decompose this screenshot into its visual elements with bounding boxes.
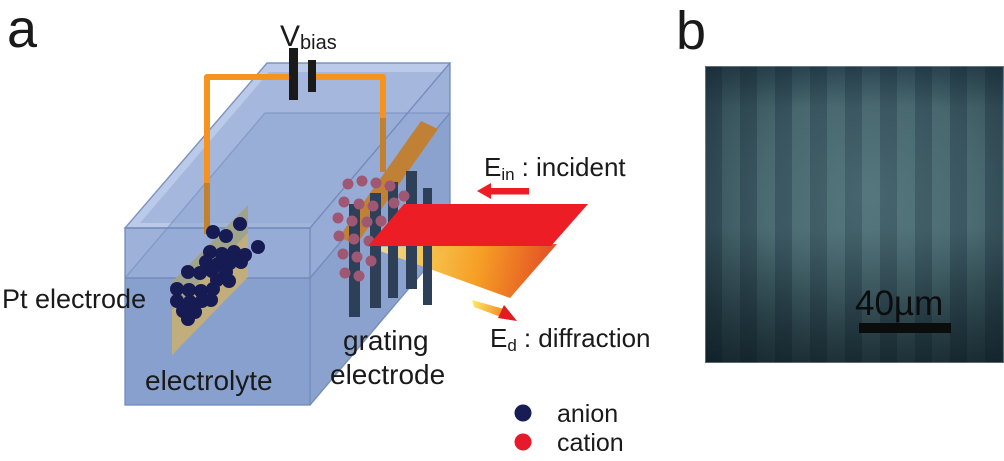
diffraction-label: Ed: diffraction	[490, 323, 651, 355]
legend-cation-label: cation	[557, 429, 624, 457]
ion-dot	[375, 215, 387, 227]
scale-bar-label: 40µm	[855, 284, 944, 323]
cation-dots	[332, 175, 410, 282]
ion-dot	[222, 274, 236, 288]
ion-dot	[181, 265, 195, 279]
grating-electrode-label: grating electrode	[330, 325, 445, 390]
incident-label: Ein: incident	[484, 152, 626, 184]
ion-dot	[388, 197, 400, 209]
ion-dot	[251, 240, 265, 254]
ion-dot	[346, 215, 358, 227]
ion-dot	[233, 217, 247, 231]
wire-right	[315, 74, 386, 118]
ion-dot	[398, 190, 410, 202]
ion-dot	[384, 180, 396, 192]
electrolyte-label: electrolyte	[145, 365, 273, 396]
scale-bar: 40µm	[855, 286, 965, 333]
panel-a-label: a	[7, 0, 38, 59]
ion-dot	[348, 233, 360, 245]
legend: anion cation	[514, 400, 624, 457]
legend-anion-label: anion	[557, 400, 618, 428]
pt-electrode-label: Pt electrode	[2, 284, 146, 314]
ion-dot	[353, 270, 365, 282]
ion-dot	[234, 255, 248, 269]
svg-text:electrode: electrode	[330, 359, 445, 390]
ion-dot	[338, 196, 350, 208]
ion-dot	[339, 267, 351, 279]
ion-dot	[206, 282, 220, 296]
scale-bar-line	[859, 323, 951, 333]
incident-beam	[368, 204, 588, 246]
circuit-wires	[204, 74, 386, 234]
svg-text:grating: grating	[343, 325, 429, 356]
battery-icon	[289, 48, 316, 100]
diffraction-arrow-icon	[472, 300, 517, 321]
ion-dot	[370, 177, 382, 189]
ion-dot	[332, 212, 344, 224]
electrolyte-surface	[125, 113, 450, 278]
panel-a-diagram: Vbias	[2, 20, 651, 457]
ion-dot	[193, 266, 207, 280]
ion-dot	[342, 178, 354, 190]
legend-cation-dot	[514, 433, 532, 451]
ion-dot	[361, 216, 373, 228]
ion-dot	[337, 248, 349, 260]
grating-slat	[423, 188, 432, 305]
ion-dot	[227, 245, 241, 259]
anion-dots	[170, 217, 265, 326]
incident-arrow-icon	[477, 183, 529, 199]
ion-dot	[170, 282, 184, 296]
grating-slat	[370, 193, 381, 308]
battery-short-plate	[308, 60, 316, 92]
ion-dot	[356, 175, 368, 187]
ion-dot	[204, 293, 218, 307]
ion-dot	[206, 225, 220, 239]
ion-dot	[182, 283, 196, 297]
panel-b-label: b	[676, 1, 707, 61]
ion-dot	[367, 200, 379, 212]
micrograph-image: 40µm	[705, 66, 1004, 363]
ion-dot	[353, 198, 365, 210]
wire-left	[204, 74, 291, 183]
vbias-label: Vbias	[280, 20, 337, 54]
battery-long-plate	[289, 48, 298, 100]
ion-dot	[351, 251, 363, 263]
legend-anion-dot	[514, 404, 532, 422]
ion-dot	[333, 230, 345, 242]
ion-dot	[365, 255, 377, 267]
ion-dot	[219, 229, 233, 243]
ion-dot	[181, 312, 195, 326]
